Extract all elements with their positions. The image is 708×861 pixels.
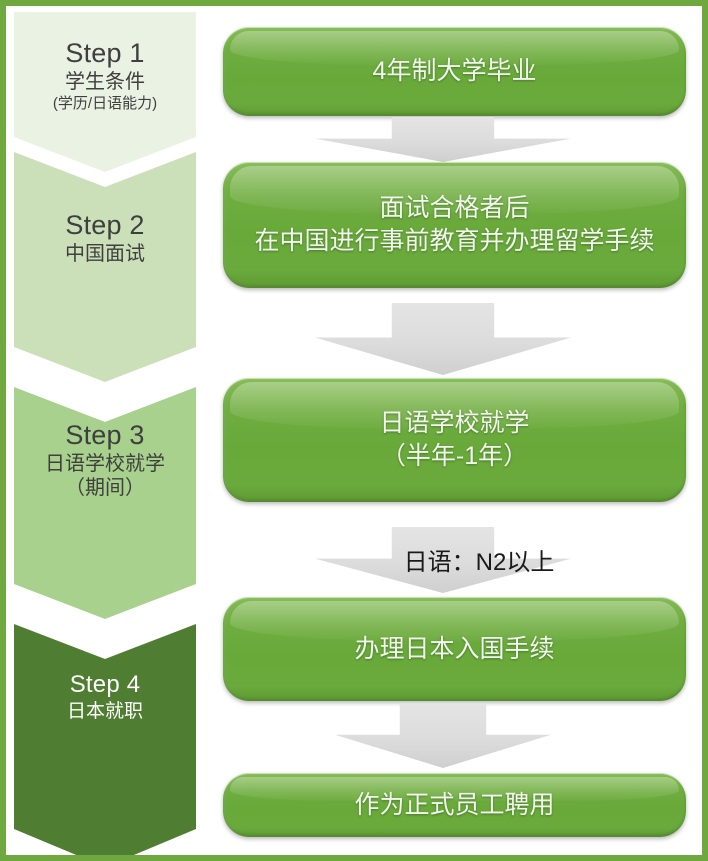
step-4-title: Step 4 bbox=[69, 671, 141, 698]
process-box-3-line1: 日语学校就学 bbox=[379, 409, 530, 437]
process-box-2-line2: 在中国进行事前教育并办理留学手续 bbox=[254, 227, 655, 255]
process-box-4: 办理日本入国手续 bbox=[223, 597, 686, 701]
step-2-content: Step 2 中国面试 bbox=[14, 210, 196, 266]
step-3-title: Step 3 bbox=[65, 420, 145, 450]
step-1-content: Step 1 学生条件 (学历/日语能力) bbox=[14, 38, 196, 113]
step-1-title: Step 1 bbox=[65, 38, 145, 68]
step-2-subtitle: 中国面试 bbox=[65, 243, 145, 266]
arrow-3-label: 日语：N2以上 bbox=[403, 549, 555, 576]
down-arrow-4 bbox=[335, 704, 551, 768]
step-3-detail: （期间） bbox=[65, 477, 145, 500]
step-chevron-2: Step 2 中国面试 bbox=[14, 152, 196, 382]
step-3-content: Step 3 日语学校就学 （期间） bbox=[14, 420, 196, 500]
process-box-1-label: 4年制大学毕业 bbox=[359, 55, 551, 88]
process-box-5-line1: 作为正式员工聘用 bbox=[354, 790, 555, 819]
process-box-3-label: 日语学校就学 （半年-1年） bbox=[365, 407, 543, 473]
down-arrow-2 bbox=[315, 303, 571, 375]
step-3-subtitle: 日语学校就学 bbox=[45, 453, 165, 476]
process-box-2: 面试合格者后 在中国进行事前教育并办理留学手续 bbox=[223, 162, 686, 288]
process-box-4-line1: 办理日本入国手续 bbox=[354, 634, 555, 663]
process-box-2-label: 面试合格者后 在中国进行事前教育并办理留学手续 bbox=[240, 192, 668, 258]
step-4-subtitle: 日本就职 bbox=[66, 700, 143, 722]
process-box-3: 日语学校就学 （半年-1年） bbox=[223, 378, 686, 502]
step-column: Step 1 学生条件 (学历/日语能力) Step 2 中国面试 Step 3… bbox=[14, 12, 196, 861]
down-arrow-1 bbox=[315, 117, 571, 162]
process-box-3-line2: （半年-1年） bbox=[380, 442, 529, 470]
step-4-content: Step 4 日本就职 bbox=[14, 671, 196, 724]
step-chevron-1: Step 1 学生条件 (学历/日语能力) bbox=[14, 12, 196, 172]
step-chevron-4: Step 4 日本就职 bbox=[14, 624, 196, 861]
step-chevron-3: Step 3 日语学校就学 （期间） bbox=[14, 387, 196, 619]
process-box-5: 作为正式员工聘用 bbox=[223, 773, 686, 837]
process-box-4-label: 办理日本入国手续 bbox=[340, 633, 568, 666]
step-1-subtitle: 学生条件 bbox=[65, 71, 145, 94]
process-flow-column: 4年制大学毕业 面试合格者后 在中国进行事前教育并办理留学手续 日语学校就学 （… bbox=[223, 0, 686, 861]
process-box-5-label: 作为正式员工聘用 bbox=[340, 789, 568, 822]
process-box-2-line1: 面试合格者后 bbox=[379, 194, 530, 222]
step-2-title: Step 2 bbox=[65, 210, 145, 240]
step-1-detail: (学历/日语能力) bbox=[52, 95, 158, 113]
process-box-1-line1: 4年制大学毕业 bbox=[372, 57, 537, 85]
process-box-1: 4年制大学毕业 bbox=[223, 27, 686, 116]
